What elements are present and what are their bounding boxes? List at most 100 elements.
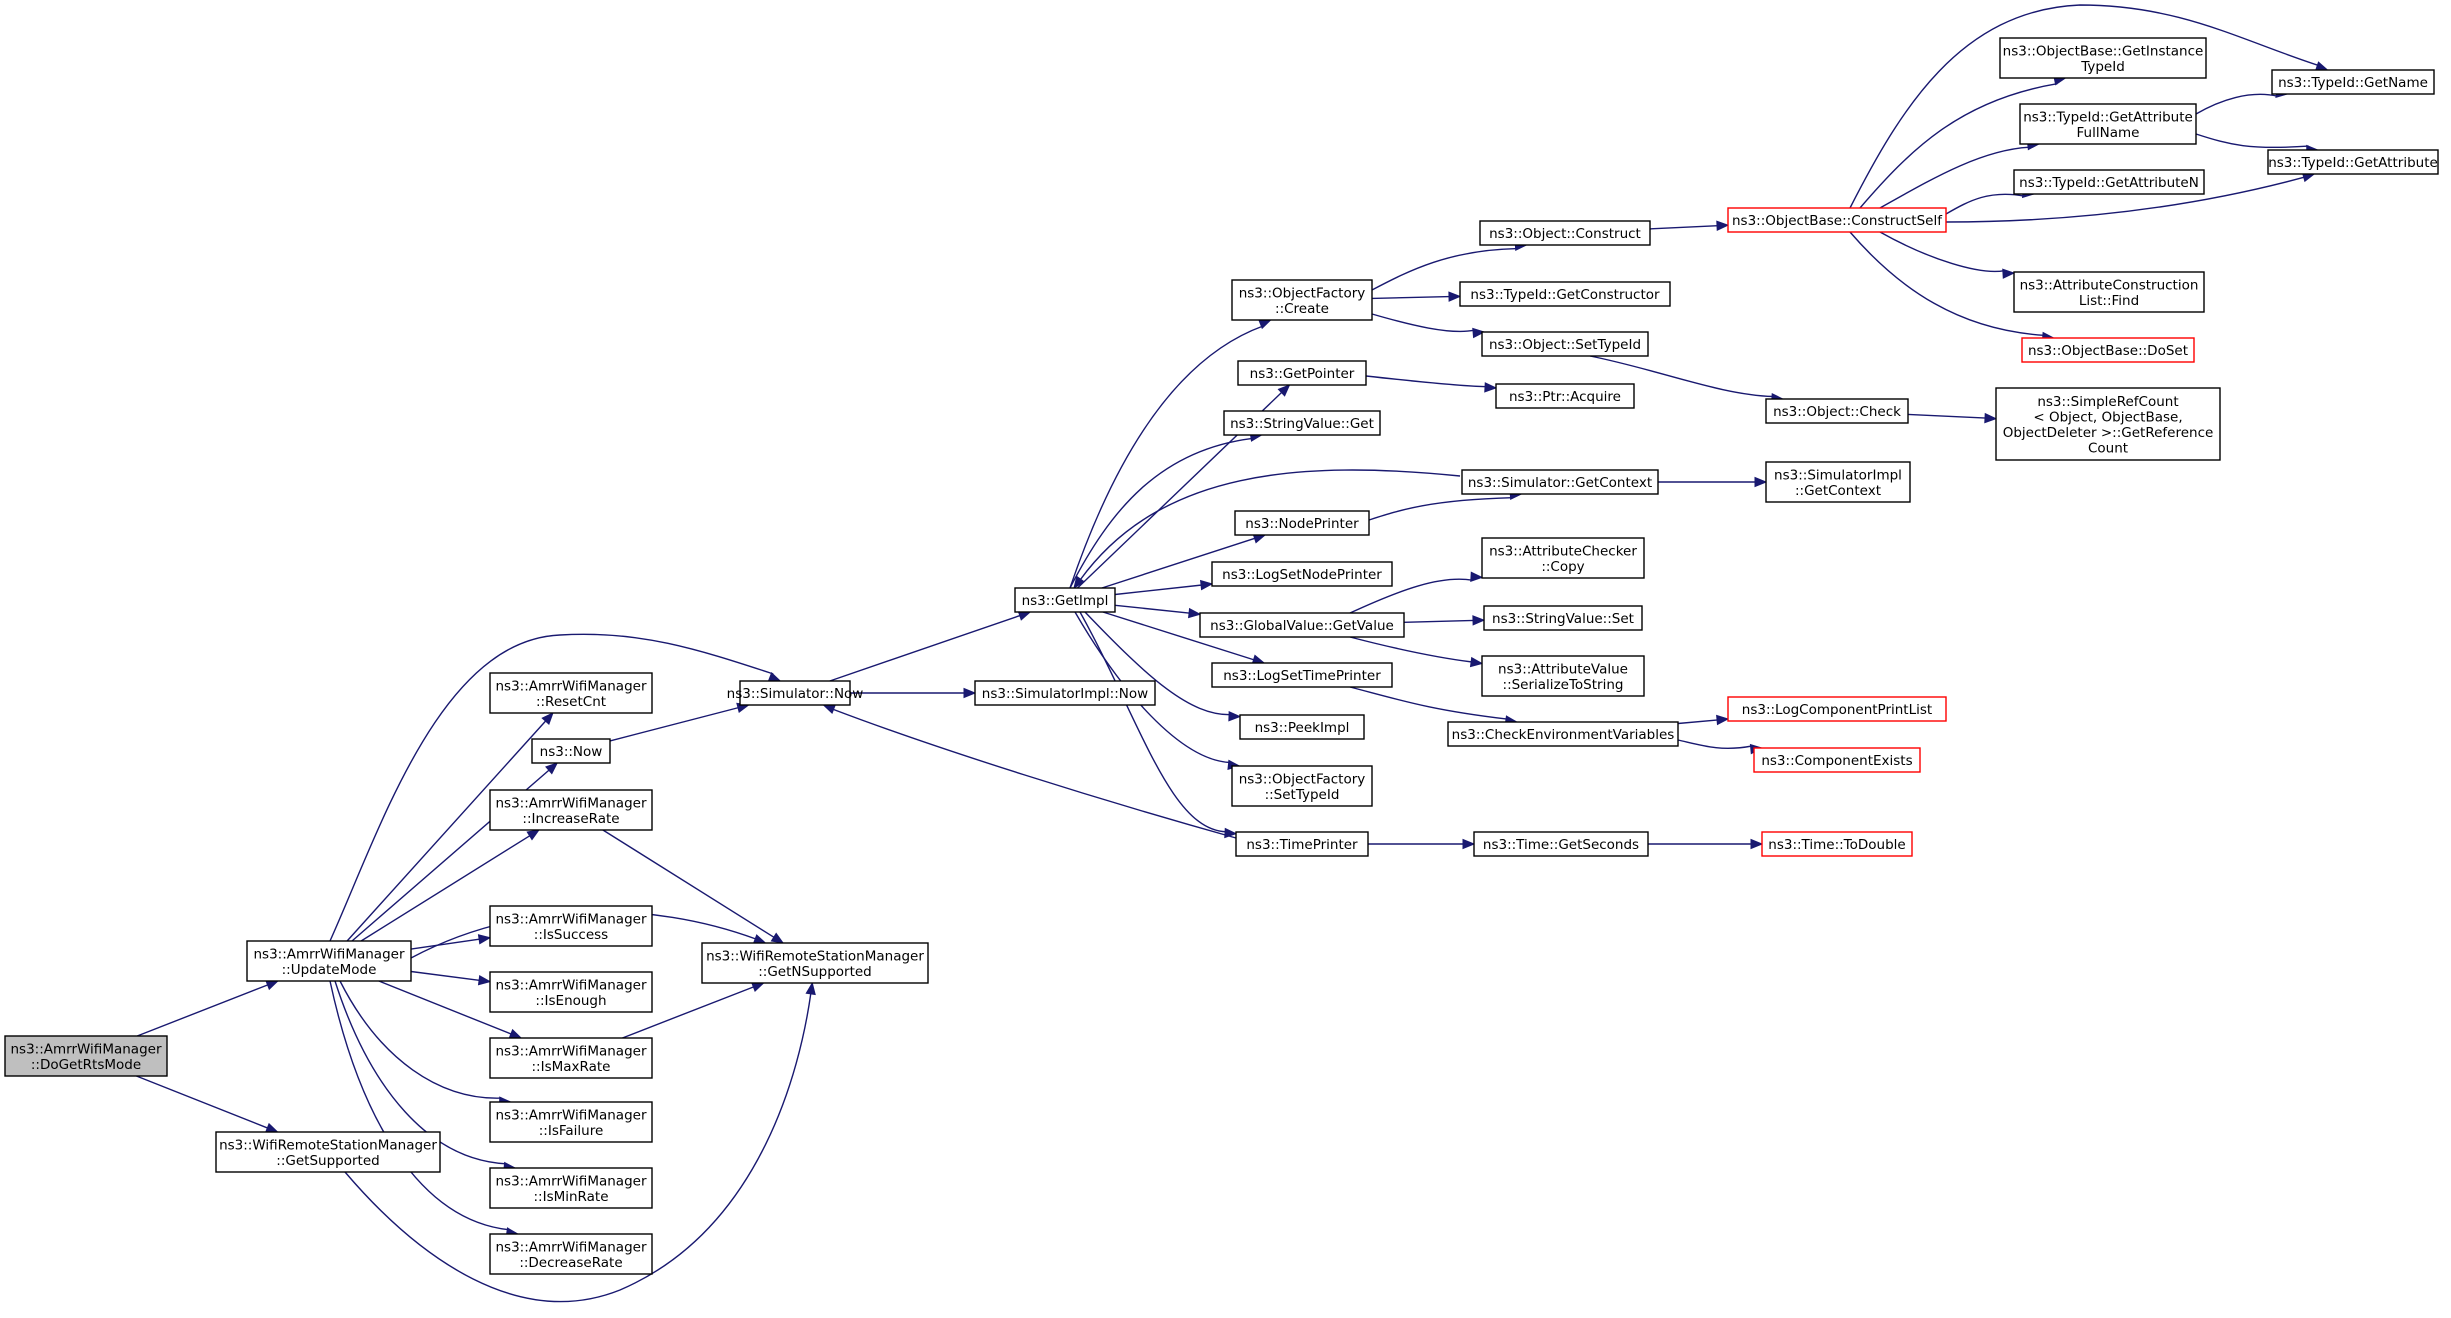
node-box[interactable]: [1995, 387, 2221, 461]
node-get-pointer[interactable]: ns3::GetPointer: [1237, 360, 1367, 386]
node-box[interactable]: [489, 672, 653, 714]
node-global-value-get-value[interactable]: ns3::GlobalValue::GetValue: [1199, 612, 1405, 638]
node-box[interactable]: [739, 680, 851, 706]
node-simulator-get-context[interactable]: ns3::Simulator::GetContext: [1461, 469, 1659, 495]
node-decrease-rate[interactable]: ns3::AmrrWifiManager::DecreaseRate: [489, 1233, 653, 1275]
node-type-id-get-constructor[interactable]: ns3::TypeId::GetConstructor: [1459, 281, 1671, 307]
node-box[interactable]: [1765, 461, 1911, 503]
node-box[interactable]: [2013, 271, 2205, 313]
node-log-component-print-list[interactable]: ns3::LogComponentPrintList: [1727, 696, 1947, 722]
node-box[interactable]: [489, 1233, 653, 1275]
node-box[interactable]: [1211, 662, 1393, 688]
node-ptr-acquire[interactable]: ns3::Ptr::Acquire: [1495, 383, 1635, 409]
node-box[interactable]: [1237, 360, 1367, 386]
node-box[interactable]: [4, 1035, 168, 1077]
node-box[interactable]: [1481, 537, 1645, 579]
node-box[interactable]: [1459, 281, 1671, 307]
node-reset-cnt[interactable]: ns3::AmrrWifiManager::ResetCnt: [489, 672, 653, 714]
node-box[interactable]: [1199, 612, 1405, 638]
node-update-mode[interactable]: ns3::AmrrWifiManager::UpdateMode: [246, 940, 412, 982]
node-box[interactable]: [1239, 714, 1365, 740]
node-object-factory-create[interactable]: ns3::ObjectFactory::Create: [1231, 279, 1373, 321]
node-box[interactable]: [1231, 279, 1373, 321]
node-simulator-now[interactable]: ns3::Simulator::Now: [727, 680, 864, 706]
node-do-get-rts-mode[interactable]: ns3::AmrrWifiManager::DoGetRtsMode: [4, 1035, 168, 1077]
node-increase-rate[interactable]: ns3::AmrrWifiManager::IncreaseRate: [489, 789, 653, 831]
node-log-set-time-printer[interactable]: ns3::LogSetTimePrinter: [1211, 662, 1393, 688]
node-time-printer[interactable]: ns3::TimePrinter: [1235, 831, 1369, 857]
node-box[interactable]: [1447, 721, 1679, 747]
node-now[interactable]: ns3::Now: [531, 738, 611, 764]
node-box[interactable]: [1479, 220, 1651, 246]
node-object-base-construct-self[interactable]: ns3::ObjectBase::ConstructSelf: [1727, 207, 1947, 233]
node-box[interactable]: [1495, 383, 1635, 409]
node-box[interactable]: [531, 738, 611, 764]
node-check-environment-variables[interactable]: ns3::CheckEnvironmentVariables: [1447, 721, 1679, 747]
node-type-id-get-name[interactable]: ns3::TypeId::GetName: [2271, 69, 2435, 95]
node-log-set-node-printer[interactable]: ns3::LogSetNodePrinter: [1211, 561, 1393, 587]
node-box[interactable]: [215, 1131, 441, 1173]
node-box[interactable]: [489, 905, 653, 947]
node-is-success[interactable]: ns3::AmrrWifiManager::IsSuccess: [489, 905, 653, 947]
node-object-set-type-id[interactable]: ns3::Object::SetTypeId: [1481, 331, 1649, 357]
node-component-exists[interactable]: ns3::ComponentExists: [1753, 747, 1921, 773]
node-box[interactable]: [1727, 207, 1947, 233]
node-attribute-value-serialize-to-string[interactable]: ns3::AttributeValue::SerializeToString: [1481, 655, 1645, 697]
node-box[interactable]: [1727, 696, 1947, 722]
node-box[interactable]: [1235, 831, 1369, 857]
node-box[interactable]: [2021, 337, 2195, 363]
node-time-get-seconds[interactable]: ns3::Time::GetSeconds: [1473, 831, 1649, 857]
node-object-construct[interactable]: ns3::Object::Construct: [1479, 220, 1651, 246]
node-box[interactable]: [1234, 510, 1370, 536]
node-box[interactable]: [1481, 331, 1649, 357]
node-box[interactable]: [1483, 605, 1643, 631]
node-box[interactable]: [1223, 410, 1381, 436]
node-get-nsupported[interactable]: ns3::WifiRemoteStationManager::GetNSuppo…: [701, 942, 929, 984]
node-box[interactable]: [489, 1037, 653, 1079]
node-box[interactable]: [246, 940, 412, 982]
node-attribute-checker-copy[interactable]: ns3::AttributeChecker::Copy: [1481, 537, 1645, 579]
node-is-min-rate[interactable]: ns3::AmrrWifiManager::IsMinRate: [489, 1167, 653, 1209]
node-box[interactable]: [701, 942, 929, 984]
node-box[interactable]: [1473, 831, 1649, 857]
node-simulator-impl-get-context[interactable]: ns3::SimulatorImpl::GetContext: [1765, 461, 1911, 503]
node-box[interactable]: [1231, 765, 1373, 807]
node-simulator-impl-now[interactable]: ns3::SimulatorImpl::Now: [974, 680, 1156, 706]
node-box[interactable]: [974, 680, 1156, 706]
node-get-attribute-n[interactable]: ns3::TypeId::GetAttributeN: [2013, 169, 2205, 195]
node-box[interactable]: [1765, 398, 1909, 424]
node-peek-impl[interactable]: ns3::PeekImpl: [1239, 714, 1365, 740]
node-node-printer[interactable]: ns3::NodePrinter: [1234, 510, 1370, 536]
node-box[interactable]: [1999, 37, 2207, 79]
node-box[interactable]: [489, 789, 653, 831]
node-type-id-get-attribute[interactable]: ns3::TypeId::GetAttribute: [2267, 149, 2439, 175]
node-box[interactable]: [1014, 587, 1116, 613]
node-box[interactable]: [2267, 149, 2439, 175]
node-string-value-set[interactable]: ns3::StringValue::Set: [1483, 605, 1643, 631]
node-box[interactable]: [1753, 747, 1921, 773]
node-box[interactable]: [1481, 655, 1645, 697]
node-is-failure[interactable]: ns3::AmrrWifiManager::IsFailure: [489, 1101, 653, 1143]
node-get-impl[interactable]: ns3::GetImpl: [1014, 587, 1116, 613]
node-box[interactable]: [1761, 831, 1913, 857]
node-time-to-double[interactable]: ns3::Time::ToDouble: [1761, 831, 1913, 857]
node-box[interactable]: [2013, 169, 2205, 195]
node-object-factory-set-type-id[interactable]: ns3::ObjectFactory::SetTypeId: [1231, 765, 1373, 807]
node-get-supported[interactable]: ns3::WifiRemoteStationManager::GetSuppor…: [215, 1131, 441, 1173]
node-is-enough[interactable]: ns3::AmrrWifiManager::IsEnough: [489, 971, 653, 1013]
node-box[interactable]: [489, 1167, 653, 1209]
node-box[interactable]: [489, 1101, 653, 1143]
node-object-base-do-set[interactable]: ns3::ObjectBase::DoSet: [2021, 337, 2195, 363]
node-is-max-rate[interactable]: ns3::AmrrWifiManager::IsMaxRate: [489, 1037, 653, 1079]
node-object-check[interactable]: ns3::Object::Check: [1765, 398, 1909, 424]
node-box[interactable]: [2019, 103, 2197, 145]
node-box[interactable]: [1211, 561, 1393, 587]
node-box[interactable]: [1461, 469, 1659, 495]
node-box[interactable]: [489, 971, 653, 1013]
node-simple-ref-count[interactable]: ns3::SimpleRefCount< Object, ObjectBase,…: [1995, 387, 2221, 461]
node-box[interactable]: [2271, 69, 2435, 95]
node-string-value-get[interactable]: ns3::StringValue::Get: [1223, 410, 1381, 436]
